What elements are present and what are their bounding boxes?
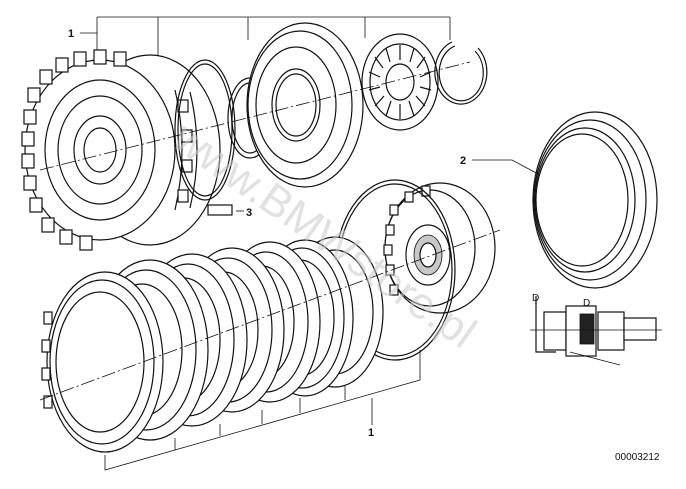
axis-line-top bbox=[39, 61, 471, 171]
circlip bbox=[434, 41, 488, 105]
drum-spline-teeth bbox=[21, 49, 127, 251]
spring-slots bbox=[368, 45, 432, 119]
block-part bbox=[207, 204, 244, 216]
piston bbox=[246, 22, 364, 188]
callout-label-1-top: 1 bbox=[68, 28, 74, 40]
axis-line-bottom bbox=[39, 229, 501, 401]
clutch-plate-pack bbox=[41, 236, 384, 453]
callout-label-1-bottom: 1 bbox=[368, 427, 374, 439]
callout-label-3: 3 bbox=[246, 207, 252, 219]
inset-section-view bbox=[530, 296, 662, 366]
seal-ring bbox=[532, 111, 658, 289]
spring-retainer bbox=[361, 33, 439, 131]
inset-label-right: D bbox=[583, 298, 590, 309]
callout-2-leader bbox=[472, 159, 541, 176]
snap-ring-large bbox=[174, 59, 236, 201]
inset-label-left: D bbox=[532, 293, 539, 304]
hub-teeth bbox=[383, 185, 431, 296]
diagram-part-number: 00003212 bbox=[615, 452, 660, 463]
callout-1-bottom-leaders bbox=[104, 350, 421, 471]
plate-0 bbox=[41, 271, 164, 453]
clutch-drum bbox=[21, 49, 221, 251]
callout-label-2: 2 bbox=[460, 155, 466, 167]
clutch-hub bbox=[383, 182, 496, 314]
